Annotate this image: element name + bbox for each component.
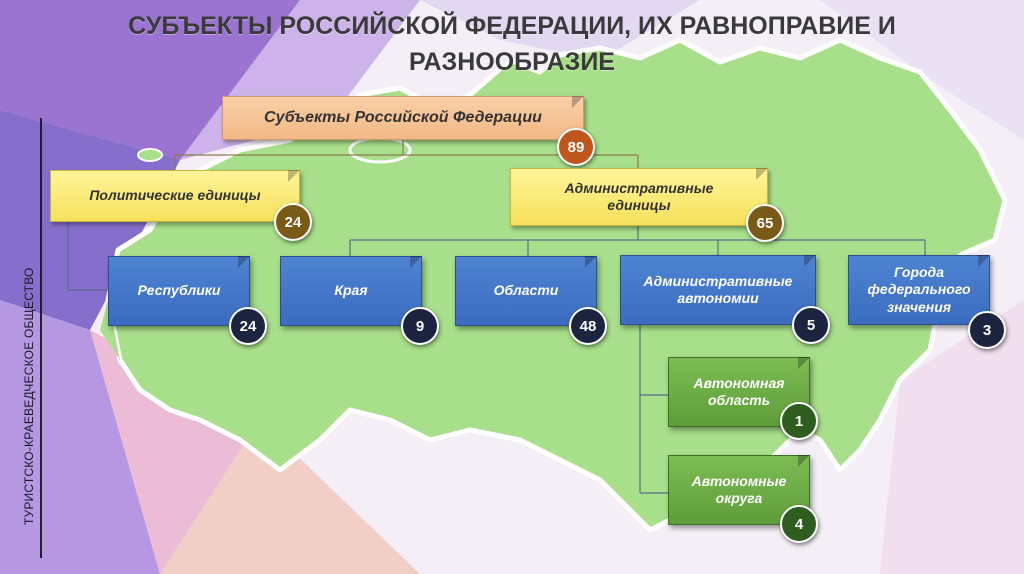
political-units-box: Политические единицы [50, 170, 300, 222]
republics-count-badge: 24 [229, 307, 267, 345]
krais-box: Края [280, 256, 422, 326]
autonomous-okrugs-label: Автономные округа [691, 472, 787, 507]
root-subjects-box: Субъекты Российской Федерации [222, 96, 584, 140]
admin-autonomies-label: Административные автономии [643, 272, 793, 307]
admin-autonomies-count-badge: 5 [792, 306, 830, 344]
political-count-badge: 24 [274, 203, 312, 241]
administrative-units-label: Административные единицы [564, 179, 714, 214]
title-line-2: РАЗНООБРАЗИЕ [409, 48, 615, 76]
root-subjects-label: Субъекты Российской Федерации [264, 109, 542, 126]
title-line-1: СУБЪЕКТЫ РОССИЙСКОЙ ФЕДЕРАЦИИ, ИХ РАВНОП… [128, 12, 896, 40]
oblasts-box: Области [455, 256, 597, 326]
side-divider [40, 118, 42, 558]
krais-label: Края [334, 282, 368, 299]
administrative-units-box: Административные единицы [510, 168, 768, 226]
republics-box: Республики [108, 256, 250, 326]
federal-cities-count-badge: 3 [968, 311, 1006, 349]
autonomous-okrugs-count-badge: 4 [780, 505, 818, 543]
autonomous-oblast-label: Автономная область [693, 374, 785, 409]
federal-cities-label: Города федерального значения [867, 263, 971, 315]
political-units-label: Политические единицы [89, 187, 261, 204]
page-title: СУБЪЕКТЫ РОССИЙСКОЙ ФЕДЕРАЦИИ, ИХ РАВНОП… [40, 8, 984, 80]
administrative-count-badge: 65 [746, 204, 784, 242]
admin-autonomies-box: Административные автономии [620, 255, 816, 325]
autonomous-oblast-count-badge: 1 [780, 402, 818, 440]
oblasts-label: Области [493, 282, 559, 299]
federal-cities-box: Города федерального значения [848, 255, 990, 325]
krais-count-badge: 9 [401, 307, 439, 345]
oblasts-count-badge: 48 [569, 307, 607, 345]
republics-label: Республики [137, 282, 221, 299]
root-count-badge: 89 [557, 128, 595, 166]
